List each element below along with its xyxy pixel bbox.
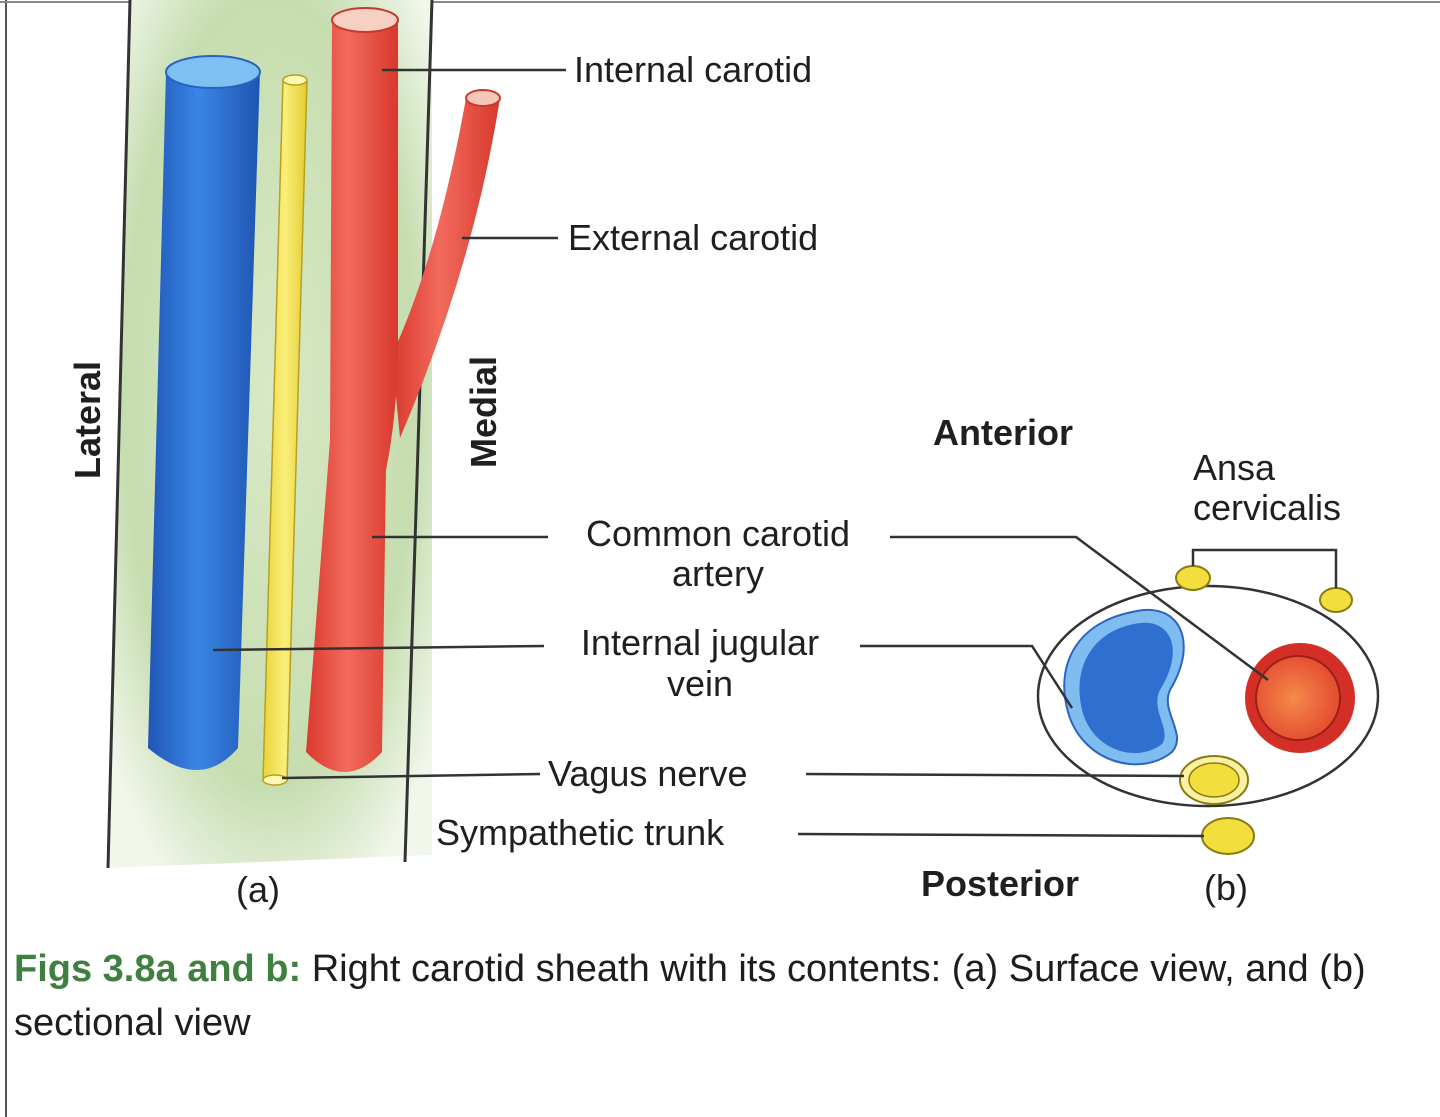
common-carotid-section [1245, 643, 1355, 753]
medial-label: Medial [463, 356, 504, 468]
sheath-medial-edge [403, 0, 434, 863]
ansa-cervicalis-nerve-1 [1175, 565, 1211, 591]
label-ansa-line2: cervicalis [1193, 487, 1341, 528]
sheath-cross-section [1036, 584, 1380, 808]
panel-b-sectional-view: Anterior Posterior Ansa cervicalis (b) [797, 412, 1380, 908]
panel-a-label: (a) [236, 869, 280, 910]
carotid-arteries [306, 7, 501, 772]
leader-vagus-b [805, 772, 1185, 778]
caption-text: Right carotid sheath with its contents: … [14, 948, 1366, 1044]
leader-internal-jugular [212, 644, 545, 652]
vagus-nerve-section [1179, 755, 1249, 805]
label-ansa-line1: Ansa [1193, 447, 1276, 488]
label-internal-jugular-line1: Internal jugular [581, 622, 819, 663]
ansa-cervicalis-bracket [1191, 548, 1338, 588]
label-vagus-nerve: Vagus nerve [548, 753, 747, 794]
ansa-cervicalis-nerve-2 [1319, 587, 1353, 613]
caption-lead: Figs 3.8a and b: [14, 948, 302, 990]
figure-caption: Figs 3.8a and b: Right carotid sheath wi… [14, 942, 1424, 1050]
leader-sympathetic-trunk [797, 832, 1205, 838]
leader-common-carotid-b [890, 535, 1269, 682]
leader-internal-jugular-b [860, 644, 1074, 709]
label-common-carotid-line1: Common carotid [586, 513, 850, 554]
vagus-nerve-a [262, 74, 308, 786]
lateral-label: Lateral [67, 361, 108, 479]
internal-jugular-vein-section [1063, 609, 1185, 766]
posterior-label: Posterior [921, 863, 1079, 904]
panel-b-label: (b) [1204, 867, 1248, 908]
label-internal-jugular-line2: vein [667, 663, 733, 704]
label-internal-carotid: Internal carotid [574, 49, 812, 90]
sheath-lateral-edge [106, 0, 132, 869]
internal-jugular-vein [148, 55, 261, 770]
label-sympathetic-trunk: Sympathetic trunk [436, 812, 725, 853]
panel-a-surface-view: Lateral Medial (a) [67, 0, 566, 910]
sympathetic-trunk-section [1201, 817, 1255, 855]
leader-vagus [281, 772, 541, 780]
anterior-label: Anterior [933, 412, 1073, 453]
label-common-carotid-line2: artery [672, 553, 764, 594]
label-external-carotid: External carotid [568, 217, 818, 258]
